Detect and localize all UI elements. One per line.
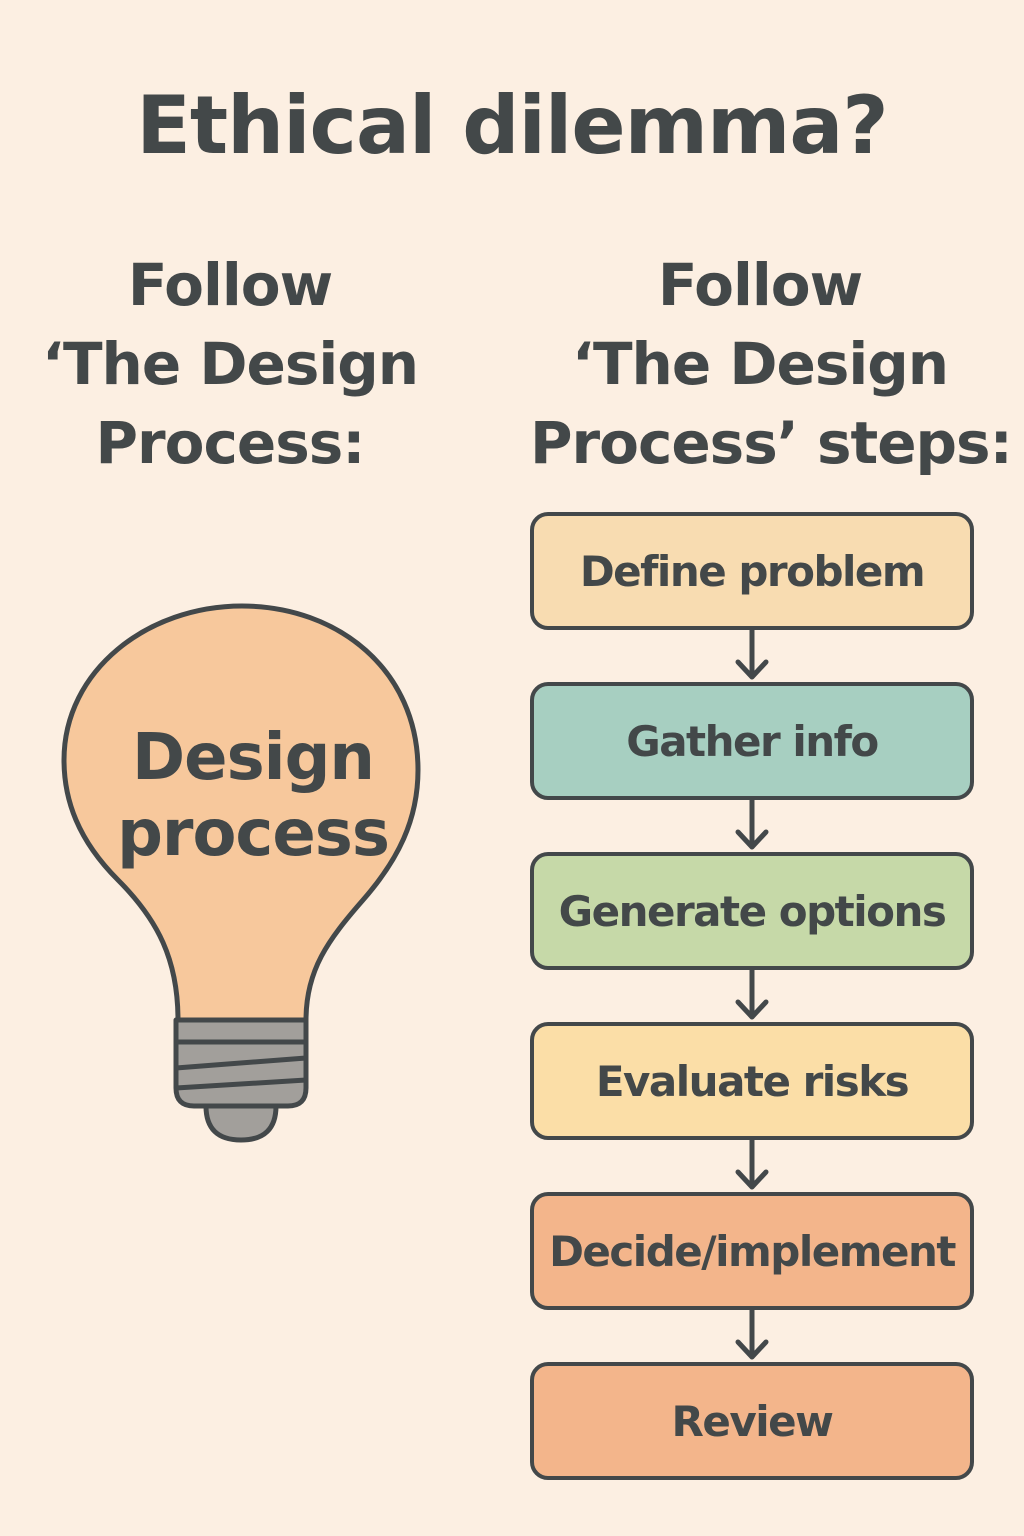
process-step: Evaluate risks [530,1022,974,1140]
process-step-label: Gather info [626,716,879,766]
bulb-glass [61,603,421,1023]
process-step-label: Decide/implement [549,1226,956,1276]
flow-arrow-icon [530,630,974,682]
page-title: Ethical dilemma? [136,79,888,172]
right-heading: Follow ‘The Design Process’ steps: [530,246,1013,483]
process-step-label: Generate options [558,886,947,936]
process-step: Decide/implement [530,1192,974,1310]
bulb-label-line-1: Design [132,721,375,795]
bulb-label: Design process [68,720,438,872]
right-heading-line-2: ‘The Design [571,330,949,398]
process-step: Define problem [530,512,974,630]
right-heading-line-3: Process’ steps: [530,409,1013,477]
bulb-cap [203,1103,279,1143]
bulb-label-line-2: process [117,797,390,871]
left-heading-line-1: Follow [127,251,333,319]
process-step: Gather info [530,682,974,800]
left-heading: Follow ‘The Design Process: [30,246,430,483]
flow-arrow-icon [530,800,974,852]
left-heading-line-2: ‘The Design [41,330,419,398]
lightbulb-icon [61,603,421,1143]
flow-arrow-icon [530,970,974,1022]
lightbulb: Design process [58,600,428,1150]
process-step: Review [530,1362,974,1480]
process-step-label: Define problem [579,546,926,596]
process-step-label: Evaluate risks [595,1056,910,1106]
flow-arrow-icon [530,1140,974,1192]
process-step-label: Review [671,1396,834,1446]
process-step: Generate options [530,852,974,970]
flow-arrow-icon [530,1310,974,1362]
left-heading-line-3: Process: [95,409,366,477]
right-heading-line-1: Follow [657,251,863,319]
